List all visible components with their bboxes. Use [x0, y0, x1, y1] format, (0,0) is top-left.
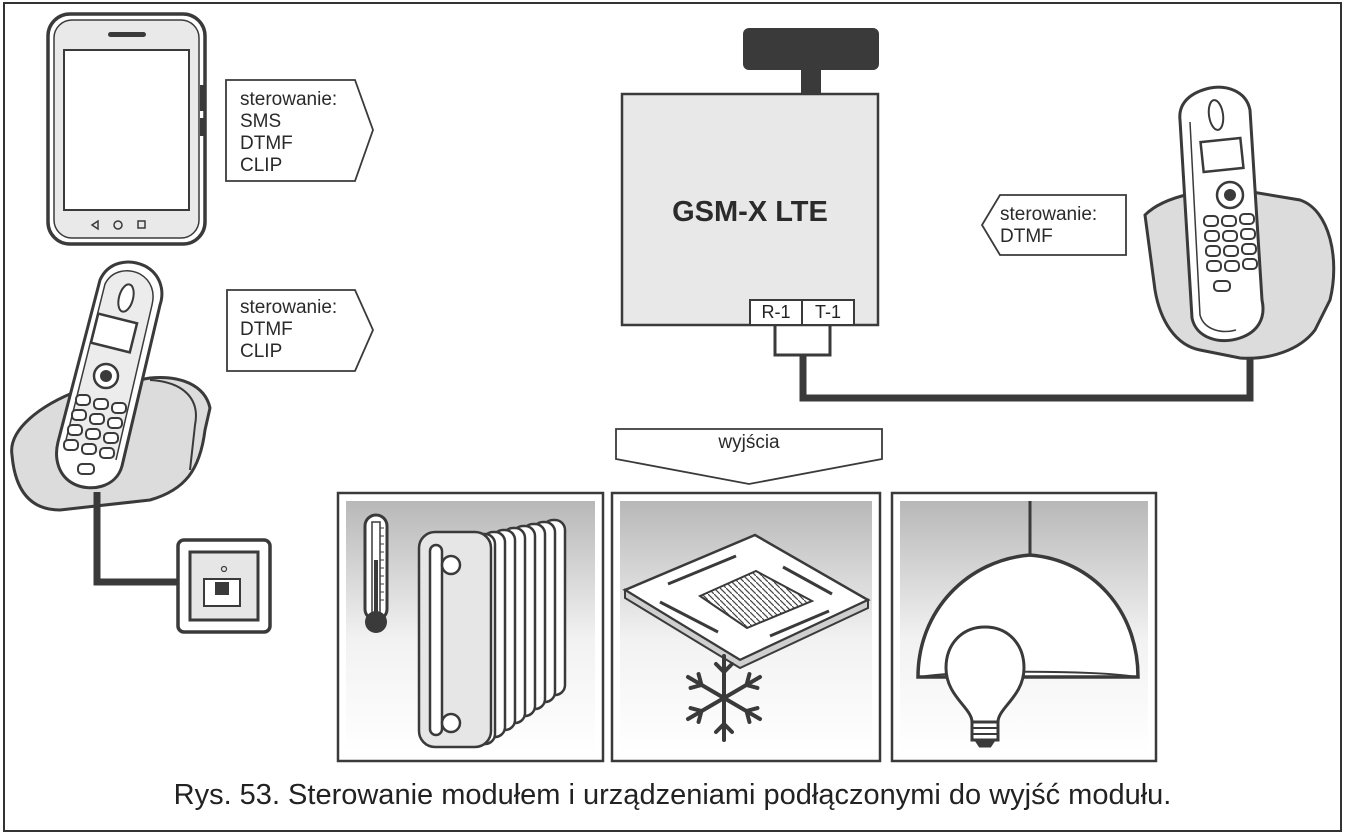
callout-right-phone-box — [980, 194, 1127, 256]
radiator-icon — [417, 518, 567, 749]
cordless-phone-right-icon — [1143, 85, 1336, 360]
terminal-t-label: T-1 — [814, 302, 841, 322]
terminal-r-label: R-1 — [761, 302, 791, 322]
air-conditioner-icon — [622, 533, 871, 670]
callout-right-phone-text: sterowanie: DTMF — [1000, 204, 1098, 247]
outputs-label: wyjścia — [718, 432, 780, 453]
cordless-phone-left-icon — [10, 260, 212, 512]
callout-smartphone-text: sterowanie: SMS DTMF CLIP — [240, 89, 338, 176]
snowflake-icon — [686, 654, 762, 742]
terminal-block — [749, 299, 855, 326]
thermometer-icon — [363, 513, 389, 633]
terminal-loop-wire — [773, 325, 832, 357]
smartphone-icon — [46, 12, 207, 246]
callout-left-phone-text: sterowanie: DTMF CLIP — [240, 297, 338, 362]
figure-caption: Rys. 53. Sterowanie modułem i urządzenia… — [173, 779, 1172, 811]
callout-left-phone-box — [226, 289, 374, 372]
callout-smartphone-box — [225, 79, 374, 182]
outputs-arrow — [615, 428, 883, 485]
module-name: GSM-X LTE — [672, 196, 828, 228]
light-bulb-icon — [944, 625, 1026, 748]
wall-socket-icon — [176, 538, 272, 634]
module-to-phone-cable — [799, 355, 1254, 402]
phone-line-cable — [93, 492, 180, 586]
gsm-module-box — [620, 92, 880, 327]
antenna-icon — [743, 28, 879, 95]
outer-frame — [3, 2, 1342, 832]
